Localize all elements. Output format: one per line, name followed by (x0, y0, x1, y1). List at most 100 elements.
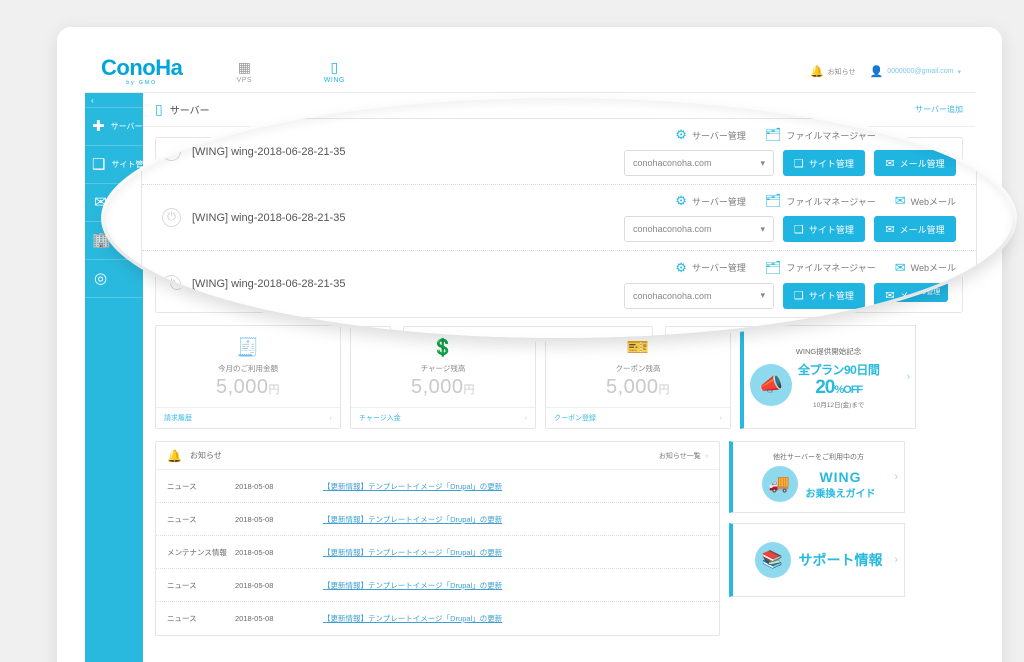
server-identity: ⏻ [WING] wing-2018-06-28-21-35 (162, 142, 582, 161)
server-manage-link[interactable]: ⚙ サーバー管理 (675, 127, 746, 143)
billing-history-link[interactable]: 請求履歴 › (156, 407, 340, 428)
server-name: [WING] wing-2018-06-28-21-35 (192, 145, 346, 158)
server-icon: ▯ (155, 101, 163, 117)
server-identity: ⏻ [WING] wing-2018-06-28-21-35 (162, 208, 582, 227)
book-icon: 📚 (754, 542, 791, 578)
power-icon[interactable]: ⏻ (162, 142, 181, 161)
banner-line1: サポート情報 (798, 552, 883, 568)
server-manage-link[interactable]: ⚙ サーバー管理 (675, 193, 746, 209)
magnified-server-row: ⏻ [WING] wing-2018-06-28-21-35 ⚙ サーバー管理 … (142, 119, 976, 185)
file-manager-link[interactable]: 🗂 ファイルマネージャー (765, 193, 876, 209)
banner-headline: 他社サーバーをご利用中の方 (773, 454, 864, 461)
domain-select[interactable]: conohaconoha.com ▾ (624, 216, 774, 242)
side-banners: 他社サーバーをご利用中の方 🚚 WING お乗換えガイド › (729, 441, 905, 597)
power-icon[interactable]: ⏻ (162, 274, 181, 294)
server-actions: ⚙ サーバー管理 🗂 ファイルマネージャー ✉ Webメール (624, 193, 956, 242)
promo-banner-wing-discount[interactable]: WING提供開始記念 📣 全プラン90日間 20%OFF 10月12日(金)まで (740, 325, 916, 429)
charge-deposit-link[interactable]: チャージ入金 › (351, 407, 535, 428)
webmail-link[interactable]: ✉ Webメール (895, 260, 956, 276)
server-manage-link[interactable]: ⚙ サーバー管理 (675, 260, 746, 276)
folder-icon: 🗂 (764, 259, 782, 275)
truck-icon: 🚚 (761, 466, 798, 502)
account-menu[interactable]: 👤 0000000@gmail.com ▾ (870, 65, 961, 78)
news-all-link[interactable]: お知らせ一覧 › (659, 451, 708, 461)
sidebar-item-site[interactable]: ❑ サイト管理 (85, 146, 151, 184)
tab-vps-label: VPS (236, 76, 253, 84)
sidebar-item-label: サーバー追加 (110, 122, 159, 131)
card-edge (141, 326, 391, 338)
mail-icon: ✉ (885, 290, 895, 302)
banner-wing-migration-guide[interactable]: 他社サーバーをご利用中の方 🚚 WING お乗換えガイド › (729, 441, 905, 513)
tab-vps[interactable]: ▦ VPS (216, 58, 272, 84)
server-actions: ⚙ サーバー管理 🗂 ファイルマネージャー ✉ Webメール (624, 260, 956, 309)
mail-manage-button[interactable]: ✉ メール管理 (874, 150, 956, 176)
magnified-card-row-edge (141, 326, 932, 338)
promo-percent-unit: %OFF (834, 383, 863, 396)
sidebar-item-add-server[interactable]: ✚ サーバー追加 (85, 108, 159, 146)
news-title-link[interactable]: 【更新情報】テンプレートイメージ「Drupal」の更新 (323, 580, 503, 590)
site-manage-button[interactable]: ❑ サイト管理 (783, 216, 865, 242)
link-label: Webメール (910, 263, 956, 273)
card-amount: 5,000 (215, 376, 269, 398)
card-value: 5,000円 (156, 376, 340, 399)
conoha-logo[interactable]: ConoHa by GMO (101, 57, 183, 86)
tab-wing[interactable]: ▯ WING (306, 58, 362, 84)
mail-manage-button[interactable]: ✉ メール管理 (874, 216, 956, 242)
file-manager-link[interactable]: 🗂 ファイルマネージャー (765, 127, 876, 143)
banner-line1: WING (819, 468, 862, 485)
mail-manage-button[interactable]: ✉ メール管理 (874, 282, 956, 309)
power-icon[interactable]: ⏻ (162, 208, 181, 227)
news-title-link[interactable]: 【更新情報】テンプレートイメージ「Drupal」の更新 (323, 481, 503, 491)
sidebar-item-contract[interactable]: 🏢 (85, 222, 143, 260)
server-name: [WING] wing-2018-06-28-21-35 (192, 211, 346, 224)
news-title-link[interactable]: 【更新情報】テンプレートイメージ「Drupal」の更新 (323, 514, 503, 524)
banner-support-info[interactable]: 📚 サポート情報 › (729, 523, 905, 597)
site-manage-button[interactable]: ❑ サイト管理 (783, 150, 865, 176)
sidebar-collapse-button[interactable]: ‹ (85, 93, 143, 108)
server-name: [WING] wing-2018-06-28-21-35 (192, 278, 346, 290)
notifications-label: お知らせ (827, 68, 856, 76)
add-server-link[interactable]: サーバー追加 (915, 105, 963, 114)
chevron-down-icon: ▾ (760, 223, 765, 234)
bell-icon: 🔔 (809, 66, 824, 78)
megaphone-icon: 📣 (750, 363, 792, 406)
promo-line1: 全プラン90日間 (798, 362, 880, 377)
card-coupon-balance: 🎫 クーポン残高 5,000円 クーポン登録 › (545, 325, 731, 429)
domain-select[interactable]: conohaconoha.com ▾ (624, 150, 774, 176)
news-date: 2018-05-08 (235, 580, 274, 590)
link-label: ファイルマネージャー (786, 130, 876, 141)
server-controls: conohaconoha.com ▾ ❑ サイト管理 ✉ メール管理 (624, 216, 956, 242)
webmail-link[interactable]: ✉ Webメール (895, 193, 956, 209)
news-title-link[interactable]: 【更新情報】テンプレートイメージ「Drupal」の更新 (323, 547, 503, 557)
notifications-button[interactable]: 🔔 お知らせ (810, 65, 856, 78)
site-manage-button[interactable]: ❑ サイト管理 (783, 282, 865, 309)
news-date: 2018-05-08 (235, 614, 274, 623)
news-row: ニュース 2018-05-08 【更新情報】テンプレートイメージ「Drupal」… (156, 503, 719, 536)
news-row: ニュース 2018-05-08 【更新情報】テンプレートイメージ「Drupal」… (156, 470, 719, 503)
sidebar-item-domain[interactable]: ◎ (85, 260, 143, 298)
card-amount: 5,000 (410, 376, 464, 398)
window-icon: ❑ (794, 157, 804, 170)
mail-icon: ✉ (885, 157, 895, 170)
news-title-link[interactable]: 【更新情報】テンプレートイメージ「Drupal」の更新 (323, 614, 503, 623)
news-category: メンテナンス情報 (167, 547, 227, 557)
coupon-register-link[interactable]: クーポン登録 › (546, 407, 730, 428)
webmail-link[interactable]: ✉ Webメール (895, 127, 956, 143)
vps-grid-icon: ▦ (237, 58, 251, 75)
magnified-content: ⏻ [WING] wing-2018-06-28-21-35 ⚙ サーバー管理 … (105, 98, 1013, 338)
gear-icon: ⚙ (675, 127, 687, 142)
file-manager-link[interactable]: 🗂 ファイルマネージャー (765, 260, 876, 276)
wing-server-icon: ▯ (330, 58, 339, 75)
card-edge (665, 326, 915, 338)
folder-icon: 🗂 (764, 193, 782, 208)
button-label: サイト管理 (808, 158, 854, 169)
window-icon: ❑ (794, 290, 804, 302)
news-header: 🔔 お知らせ お知らせ一覧 › (156, 442, 719, 470)
card-label: チャージ残高 (420, 364, 466, 373)
link-label: ファイルマネージャー (786, 263, 876, 273)
server-quick-links: ⚙ サーバー管理 🗂 ファイルマネージャー ✉ Webメール (675, 193, 956, 209)
banner-text: WING お乗換えガイド (806, 469, 876, 500)
domain-select[interactable]: conohaconoha.com ▾ (624, 282, 774, 309)
card-amount: 5,000 (605, 376, 659, 398)
link-label: クーポン登録 (554, 415, 596, 422)
